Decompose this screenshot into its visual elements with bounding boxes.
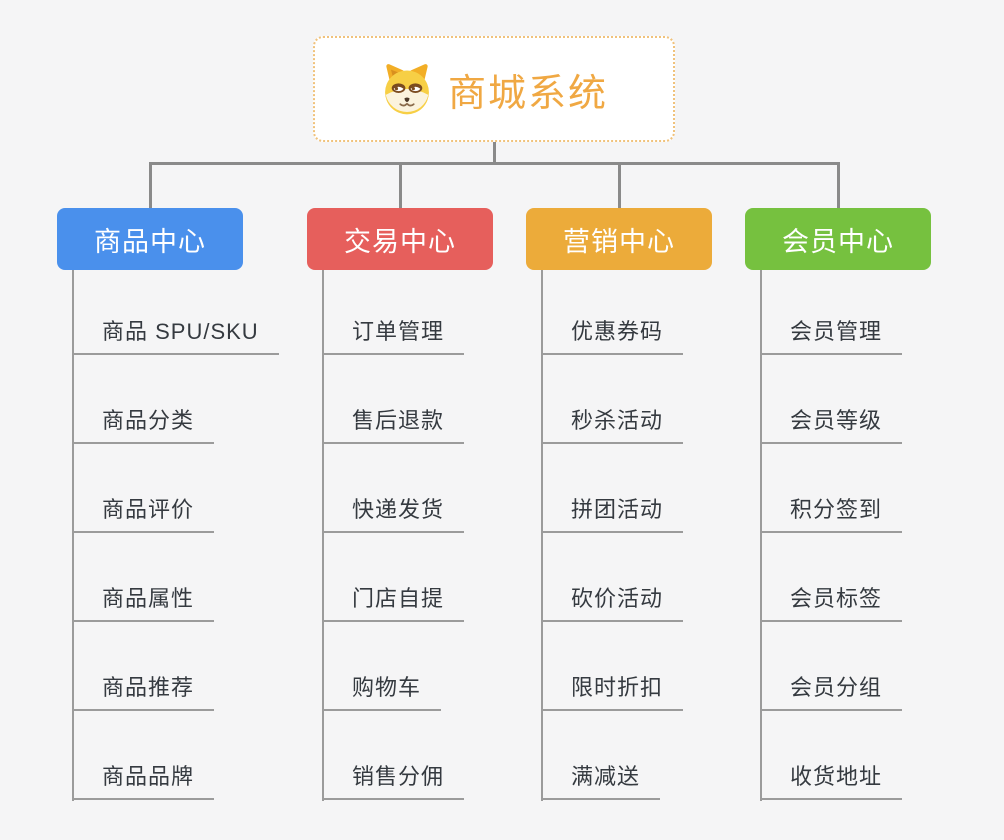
- leaf-node[interactable]: 商品属性: [72, 586, 215, 622]
- column-line: [322, 270, 324, 801]
- branch-marketing-center[interactable]: 营销中心: [526, 208, 712, 270]
- leaf-node[interactable]: 秒杀活动: [541, 408, 684, 444]
- branch-product-center[interactable]: 商品中心: [57, 208, 243, 270]
- children-trade-center: 订单管理 售后退款 快递发货 门店自提 购物车 销售分佣: [322, 270, 552, 804]
- dog-icon: [380, 62, 434, 116]
- leaf-node[interactable]: 售后退款: [322, 408, 465, 444]
- leaf-node[interactable]: 收货地址: [760, 764, 903, 800]
- root-label: 商城系统: [447, 72, 608, 115]
- leaf-node[interactable]: 商品推荐: [72, 675, 215, 711]
- children-member-center: 会员管理 会员等级 积分签到 会员标签 会员分组 收货地址: [760, 270, 990, 804]
- leaf-node[interactable]: 满减送: [541, 764, 661, 800]
- leaf-node[interactable]: 商品评价: [72, 497, 215, 533]
- branch-connector-drop: [836, 162, 840, 210]
- leaf-node[interactable]: 会员管理: [760, 319, 903, 355]
- root-connector: [493, 139, 496, 165]
- leaf-node[interactable]: 会员等级: [760, 408, 903, 444]
- leaf-node[interactable]: 限时折扣: [541, 675, 684, 711]
- branch-connector-bar: [149, 162, 839, 165]
- root-node[interactable]: 商城系统: [313, 36, 675, 142]
- leaf-node[interactable]: 订单管理: [322, 319, 465, 355]
- leaf-node[interactable]: 商品品牌: [72, 764, 215, 800]
- leaf-node[interactable]: 商品分类: [72, 408, 215, 444]
- children-product-center: 商品 SPU/SKU 商品分类 商品评价 商品属性 商品推荐 商品品牌: [72, 270, 302, 804]
- branch-connector-drop: [617, 162, 621, 210]
- leaf-node[interactable]: 会员分组: [760, 675, 903, 711]
- branch-connector-drop: [148, 162, 152, 210]
- branch-connector-drop: [398, 162, 402, 210]
- leaf-node[interactable]: 销售分佣: [322, 764, 465, 800]
- leaf-node[interactable]: 砍价活动: [541, 586, 684, 622]
- leaf-node[interactable]: 门店自提: [322, 586, 465, 622]
- leaf-node[interactable]: 积分签到: [760, 497, 903, 533]
- leaf-node[interactable]: 拼团活动: [541, 497, 684, 533]
- leaf-node[interactable]: 优惠券码: [541, 319, 684, 355]
- leaf-node[interactable]: 商品 SPU/SKU: [72, 319, 279, 355]
- leaf-node[interactable]: 会员标签: [760, 586, 903, 622]
- column-line: [72, 270, 74, 801]
- column-line: [541, 270, 543, 801]
- leaf-node[interactable]: 快递发货: [322, 497, 465, 533]
- leaf-node[interactable]: 购物车: [322, 675, 442, 711]
- column-line: [760, 270, 762, 801]
- children-marketing-center: 优惠券码 秒杀活动 拼团活动 砍价活动 限时折扣 满减送: [541, 270, 771, 804]
- branch-member-center[interactable]: 会员中心: [745, 208, 931, 270]
- branch-trade-center[interactable]: 交易中心: [307, 208, 493, 270]
